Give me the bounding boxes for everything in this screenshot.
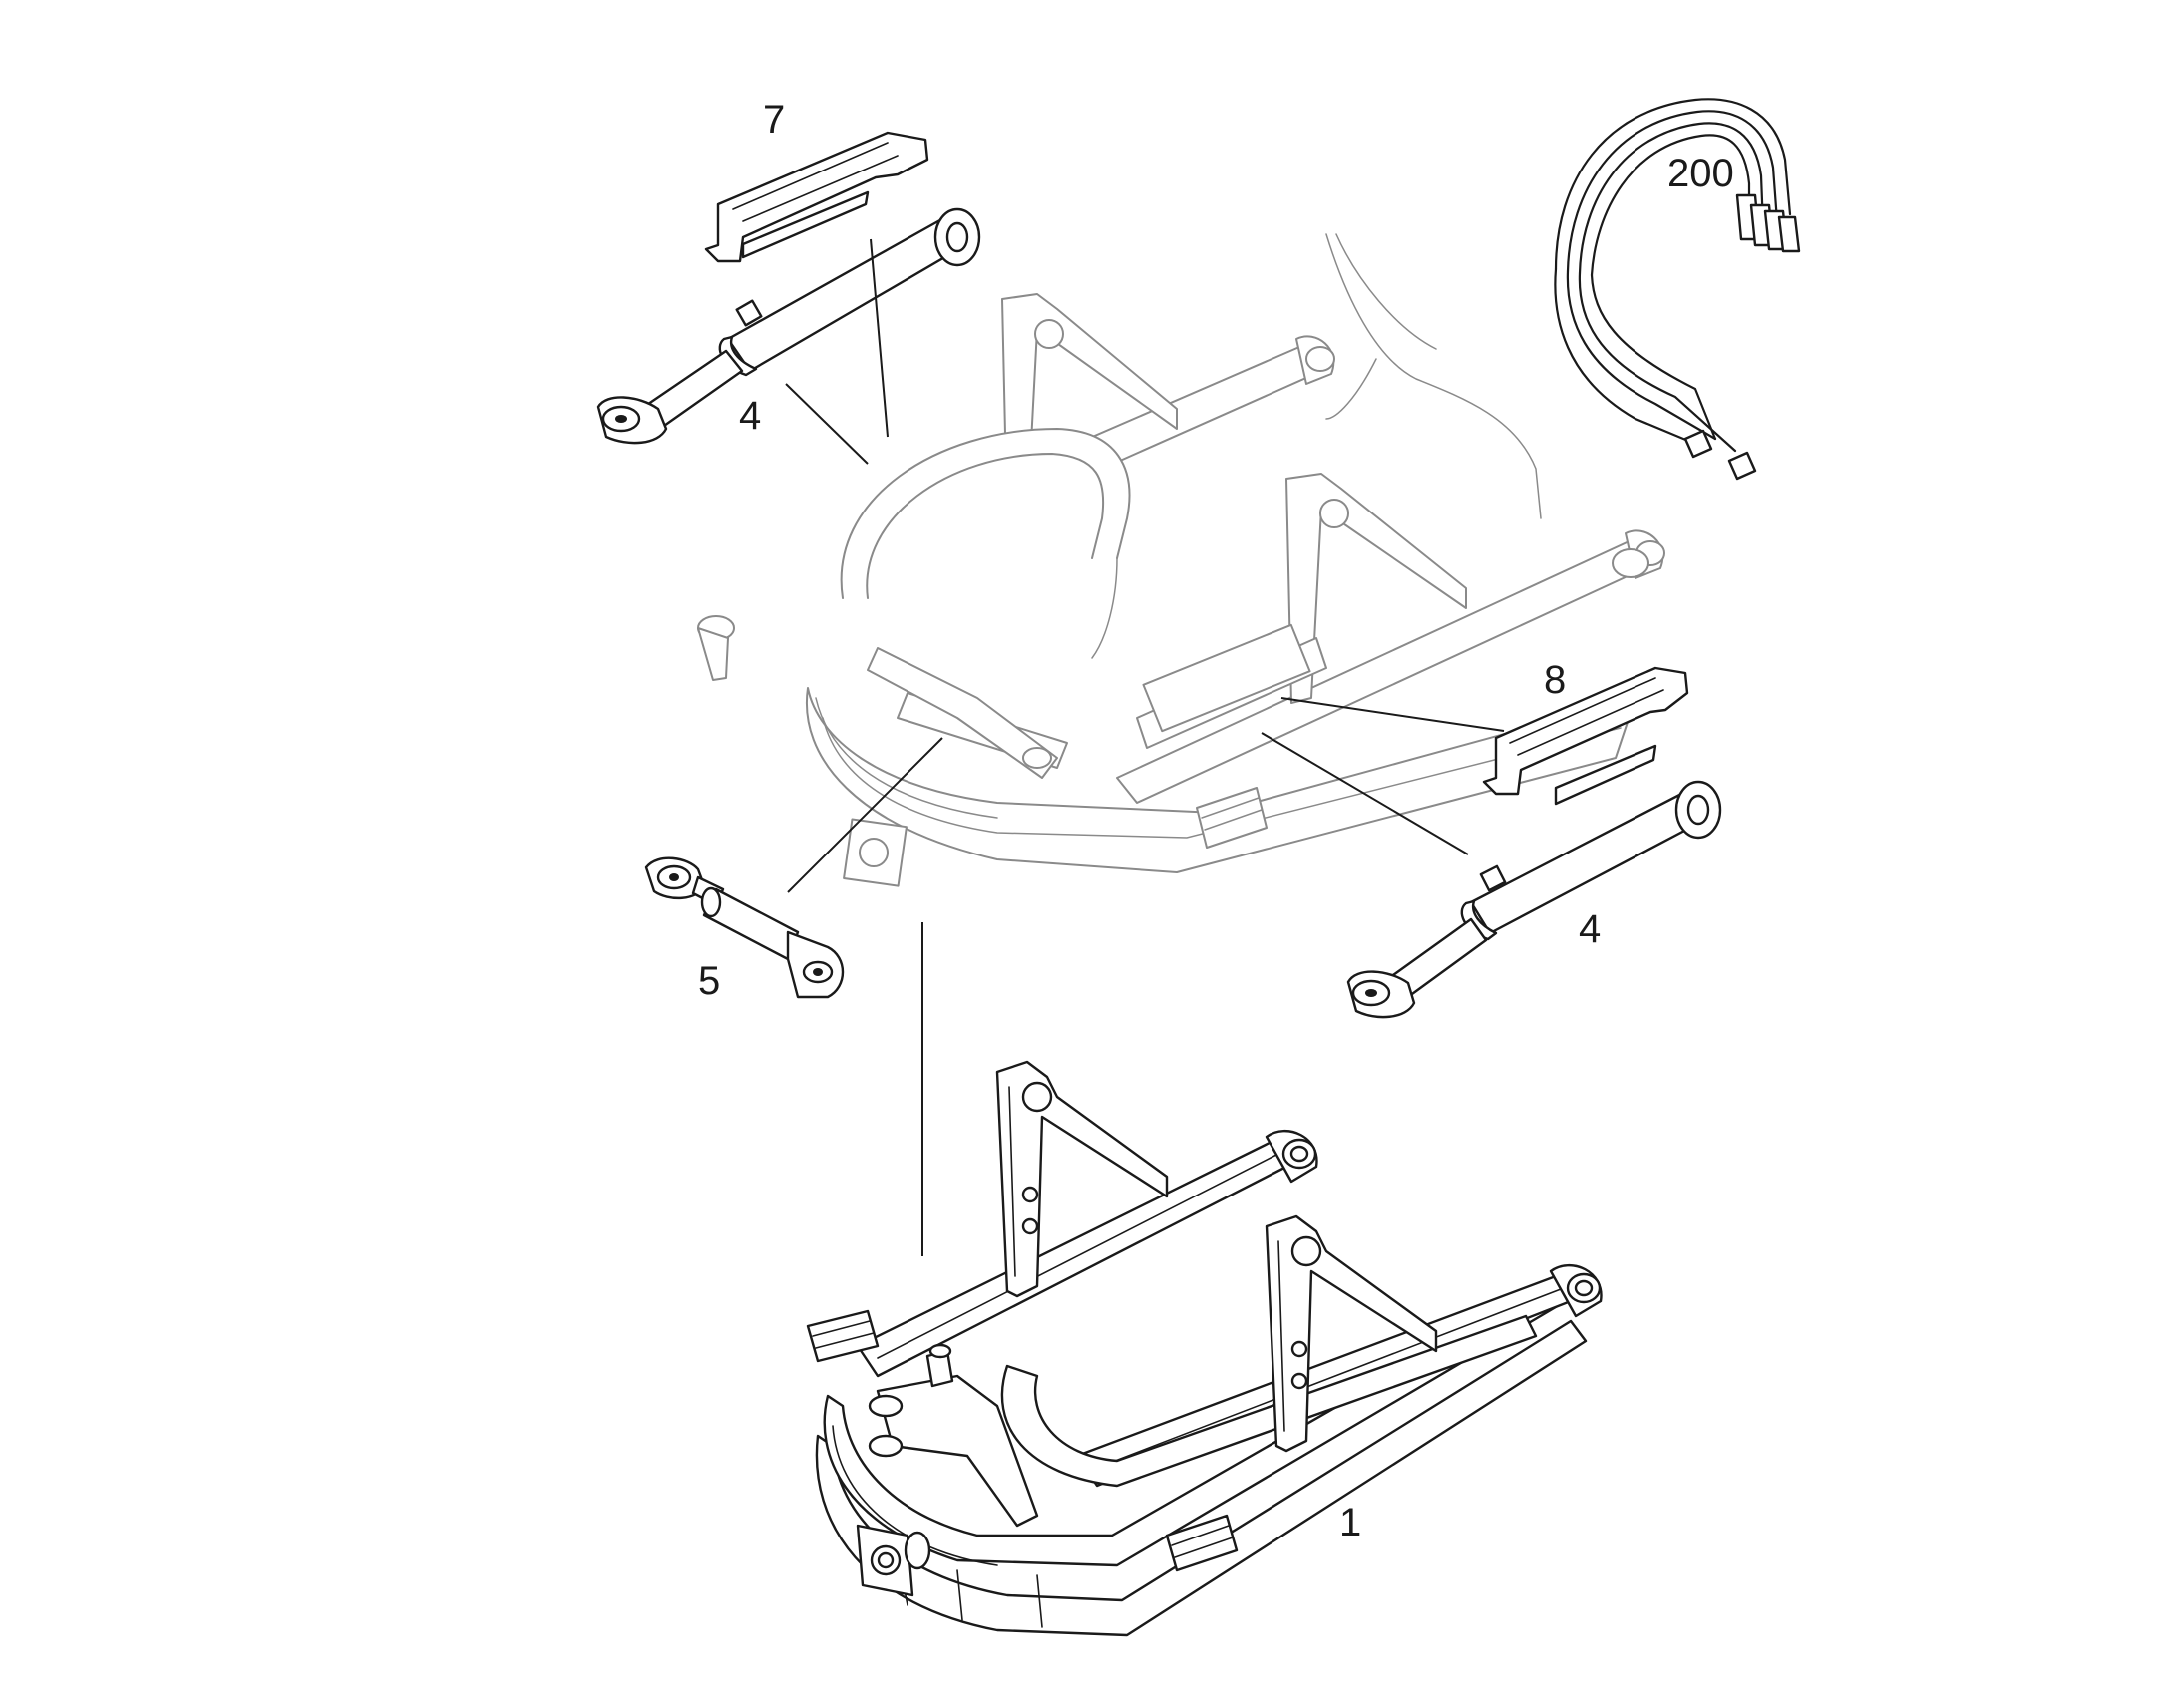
part-8-cover-plate[interactable] bbox=[1482, 666, 1689, 806]
part-4-cylinder-top[interactable] bbox=[596, 207, 981, 445]
callout-4-right: 4 bbox=[1579, 907, 1601, 951]
callout-200: 200 bbox=[1667, 152, 1734, 195]
callout-8: 8 bbox=[1544, 658, 1566, 702]
part-1-swing-frame[interactable] bbox=[806, 1060, 1603, 1637]
leader-lines bbox=[785, 238, 1505, 1256]
callout-7: 7 bbox=[763, 98, 785, 142]
callout-1: 1 bbox=[1339, 1501, 1361, 1544]
assembled-swing-frame bbox=[697, 233, 1665, 887]
part-4-cylinder-right[interactable] bbox=[1346, 780, 1722, 1019]
part-5-cylinder-small[interactable] bbox=[644, 856, 845, 999]
part-200-hose-assembly[interactable] bbox=[1554, 98, 1801, 481]
callout-4-top: 4 bbox=[739, 394, 761, 438]
part-7-cover-plate[interactable] bbox=[704, 131, 929, 263]
callout-5: 5 bbox=[698, 959, 720, 1003]
